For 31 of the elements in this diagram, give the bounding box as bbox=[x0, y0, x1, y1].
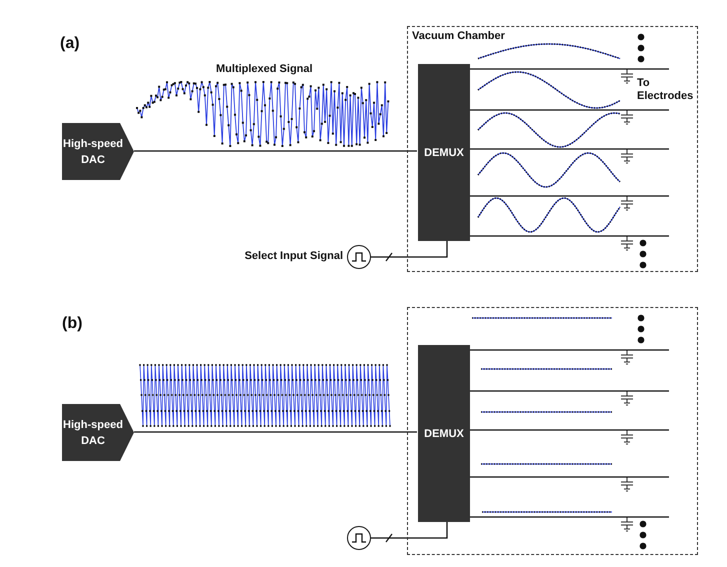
control-line bbox=[371, 521, 448, 539]
output-line bbox=[469, 235, 669, 237]
output-line bbox=[469, 516, 669, 518]
output-line bbox=[469, 195, 669, 197]
block-label: DEMUX bbox=[424, 428, 464, 440]
vacuum-chamber-box bbox=[407, 26, 698, 272]
dac-block bbox=[62, 123, 134, 180]
block-label: High-speed DAC bbox=[62, 136, 124, 168]
block-label: High-speed DAC bbox=[62, 418, 124, 448]
output-line bbox=[469, 109, 669, 111]
waveform-title: Multiplexed Signal bbox=[216, 63, 313, 75]
demux-block bbox=[418, 345, 470, 522]
dac-block bbox=[62, 404, 134, 461]
demux-block bbox=[418, 64, 470, 241]
output-line bbox=[469, 429, 669, 431]
chamber-title: Vacuum Chamber bbox=[412, 30, 505, 42]
vacuum-chamber-box bbox=[407, 307, 698, 555]
block-label: DEMUX bbox=[424, 146, 464, 158]
annotation-text: To Electrodes bbox=[637, 77, 694, 103]
pulse-source-circle bbox=[347, 526, 371, 550]
output-line bbox=[469, 148, 669, 150]
signal-line bbox=[134, 431, 417, 433]
signal-line bbox=[134, 150, 417, 152]
signal-caption: Select Input Signal bbox=[244, 250, 343, 262]
output-line bbox=[469, 476, 669, 478]
output-line bbox=[469, 349, 669, 351]
output-line bbox=[469, 68, 669, 70]
control-line bbox=[371, 240, 448, 258]
output-line bbox=[469, 390, 669, 392]
panel-label: (a) bbox=[60, 35, 80, 53]
panel-label: (b) bbox=[62, 315, 82, 333]
